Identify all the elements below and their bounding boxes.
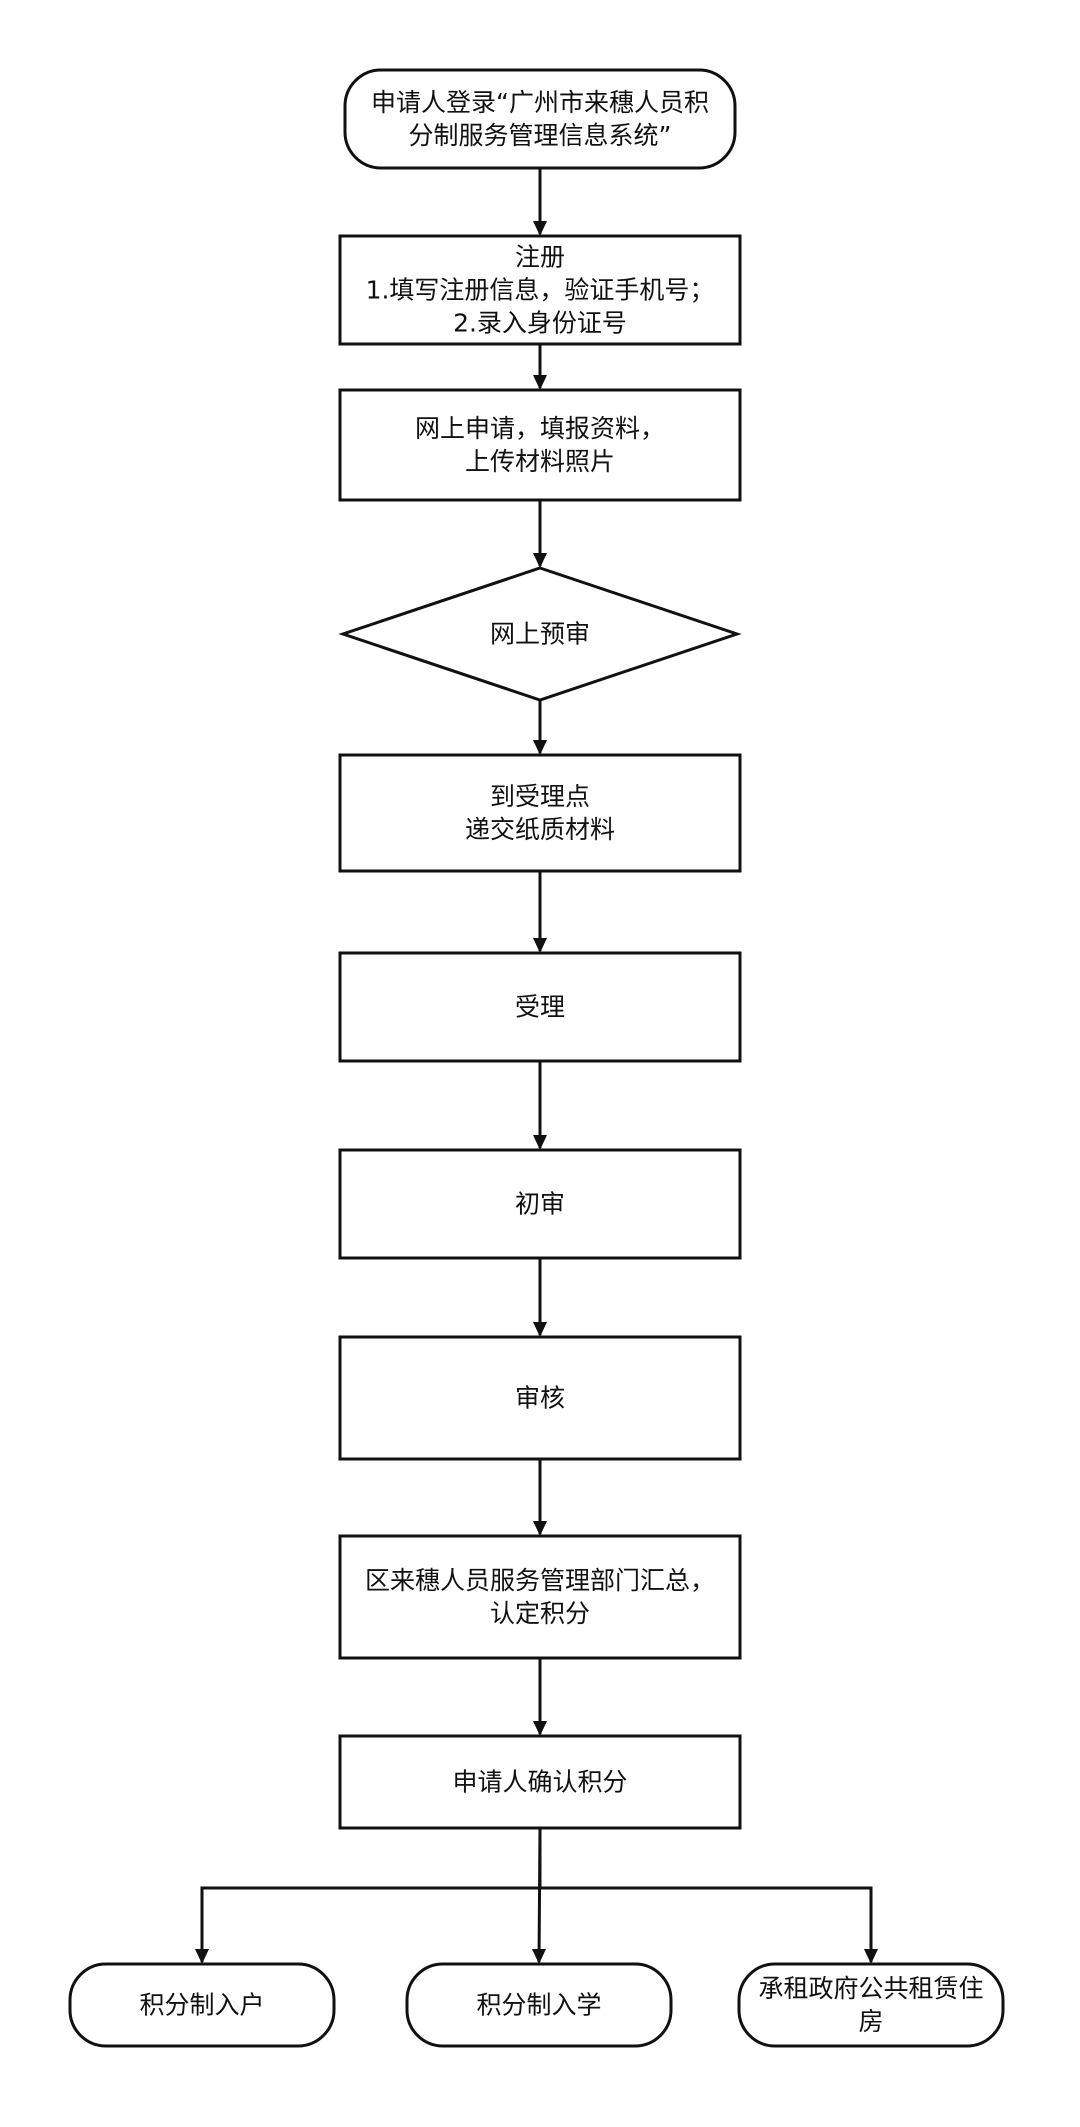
arrowhead xyxy=(533,1135,547,1150)
arrowhead xyxy=(533,553,547,568)
arrowhead xyxy=(533,1721,547,1736)
node-label-line: 2.录入身份证号 xyxy=(453,309,627,338)
flow-node-outcome-school: 积分制入学 xyxy=(405,1962,673,2048)
flow-node-confirm: 申请人确认积分 xyxy=(338,1734,742,1830)
process-box xyxy=(338,753,742,873)
node-label-line: 递交纸质材料 xyxy=(465,815,615,844)
arrowhead xyxy=(532,1949,546,1964)
node-label-line: 申请人登录“广州市来穗人员积 xyxy=(371,88,709,117)
node-label-line: 房 xyxy=(858,2007,883,2036)
connector-line xyxy=(200,1828,542,1962)
process-box xyxy=(338,1335,742,1461)
arrowhead xyxy=(864,1949,878,1964)
terminal-shape xyxy=(68,1962,336,2048)
connector-accept-to-first-review xyxy=(533,1061,547,1150)
decision-diamond xyxy=(338,566,742,702)
process-box xyxy=(338,1148,742,1260)
terminal-shape xyxy=(405,1962,673,2048)
node-label-line: 网上预审 xyxy=(490,620,590,649)
connector-confirm-to-outcome-hukou xyxy=(195,1828,542,1964)
terminal-shape xyxy=(737,1962,1005,2048)
process-box xyxy=(338,388,742,502)
connector-line xyxy=(538,1828,873,1962)
arrowhead xyxy=(533,375,547,390)
connector-register-to-apply-online xyxy=(533,344,547,390)
arrowhead xyxy=(195,1949,209,1964)
node-label-line: 初审 xyxy=(515,1190,565,1219)
process-box xyxy=(338,951,742,1063)
flow-node-first-review: 初审 xyxy=(338,1148,742,1260)
node-label-line: 积分制入户 xyxy=(139,1991,264,2020)
node-label-line: 审核 xyxy=(515,1384,565,1413)
flow-node-apply-online: 网上申请，填报资料， 上传材料照片 xyxy=(338,388,742,502)
process-box xyxy=(338,234,742,346)
connector-pre-review-to-submit-paper xyxy=(533,700,547,755)
arrowhead xyxy=(533,938,547,953)
connector-first-review-to-audit xyxy=(533,1258,547,1337)
node-label-line: 1.填写注册信息，验证手机号； xyxy=(366,276,715,305)
flow-node-pre-review: 网上预审 xyxy=(338,566,742,702)
flow-node-register: 注册 1.填写注册信息，验证手机号； 2.录入身份证号 xyxy=(338,234,742,346)
arrowhead xyxy=(533,1322,547,1337)
connector-audit-to-summary xyxy=(533,1459,547,1536)
node-label-line: 区来穗人员服务管理部门汇总， xyxy=(365,1566,715,1595)
connector-submit-paper-to-accept xyxy=(533,871,547,953)
connectors xyxy=(195,168,878,1964)
node-label-line: 分制服务管理信息系统” xyxy=(409,121,672,150)
arrowhead xyxy=(533,221,547,236)
flow-node-accept: 受理 xyxy=(338,951,742,1063)
node-label-line: 到受理点 xyxy=(490,782,590,811)
process-box xyxy=(338,1534,742,1660)
arrowhead xyxy=(533,740,547,755)
connector-confirm-to-outcome-housing xyxy=(538,1828,878,1964)
connector-login-to-register xyxy=(533,168,547,236)
terminal-shape xyxy=(343,68,737,170)
node-label-line: 申请人确认积分 xyxy=(452,1768,627,1797)
process-box xyxy=(338,1734,742,1830)
arrowhead xyxy=(533,1521,547,1536)
connector-apply-online-to-pre-review xyxy=(533,500,547,568)
flow-node-outcome-hukou: 积分制入户 xyxy=(68,1962,336,2048)
node-label-line: 注册 xyxy=(515,243,565,272)
flow-node-summary: 区来穗人员服务管理部门汇总， 认定积分 xyxy=(338,1534,742,1660)
node-label-line: 认定积分 xyxy=(490,1599,590,1628)
node-label-line: 积分制入学 xyxy=(476,1991,601,2020)
node-label-line: 上传材料照片 xyxy=(465,447,615,476)
flow-node-audit: 审核 xyxy=(338,1335,742,1461)
node-label-line: 受理 xyxy=(515,993,565,1022)
node-label-line: 网上申请，填报资料， xyxy=(415,414,665,443)
node-label-line: 承租政府公共租赁住 xyxy=(758,1974,983,2003)
connector-summary-to-confirm xyxy=(533,1658,547,1736)
